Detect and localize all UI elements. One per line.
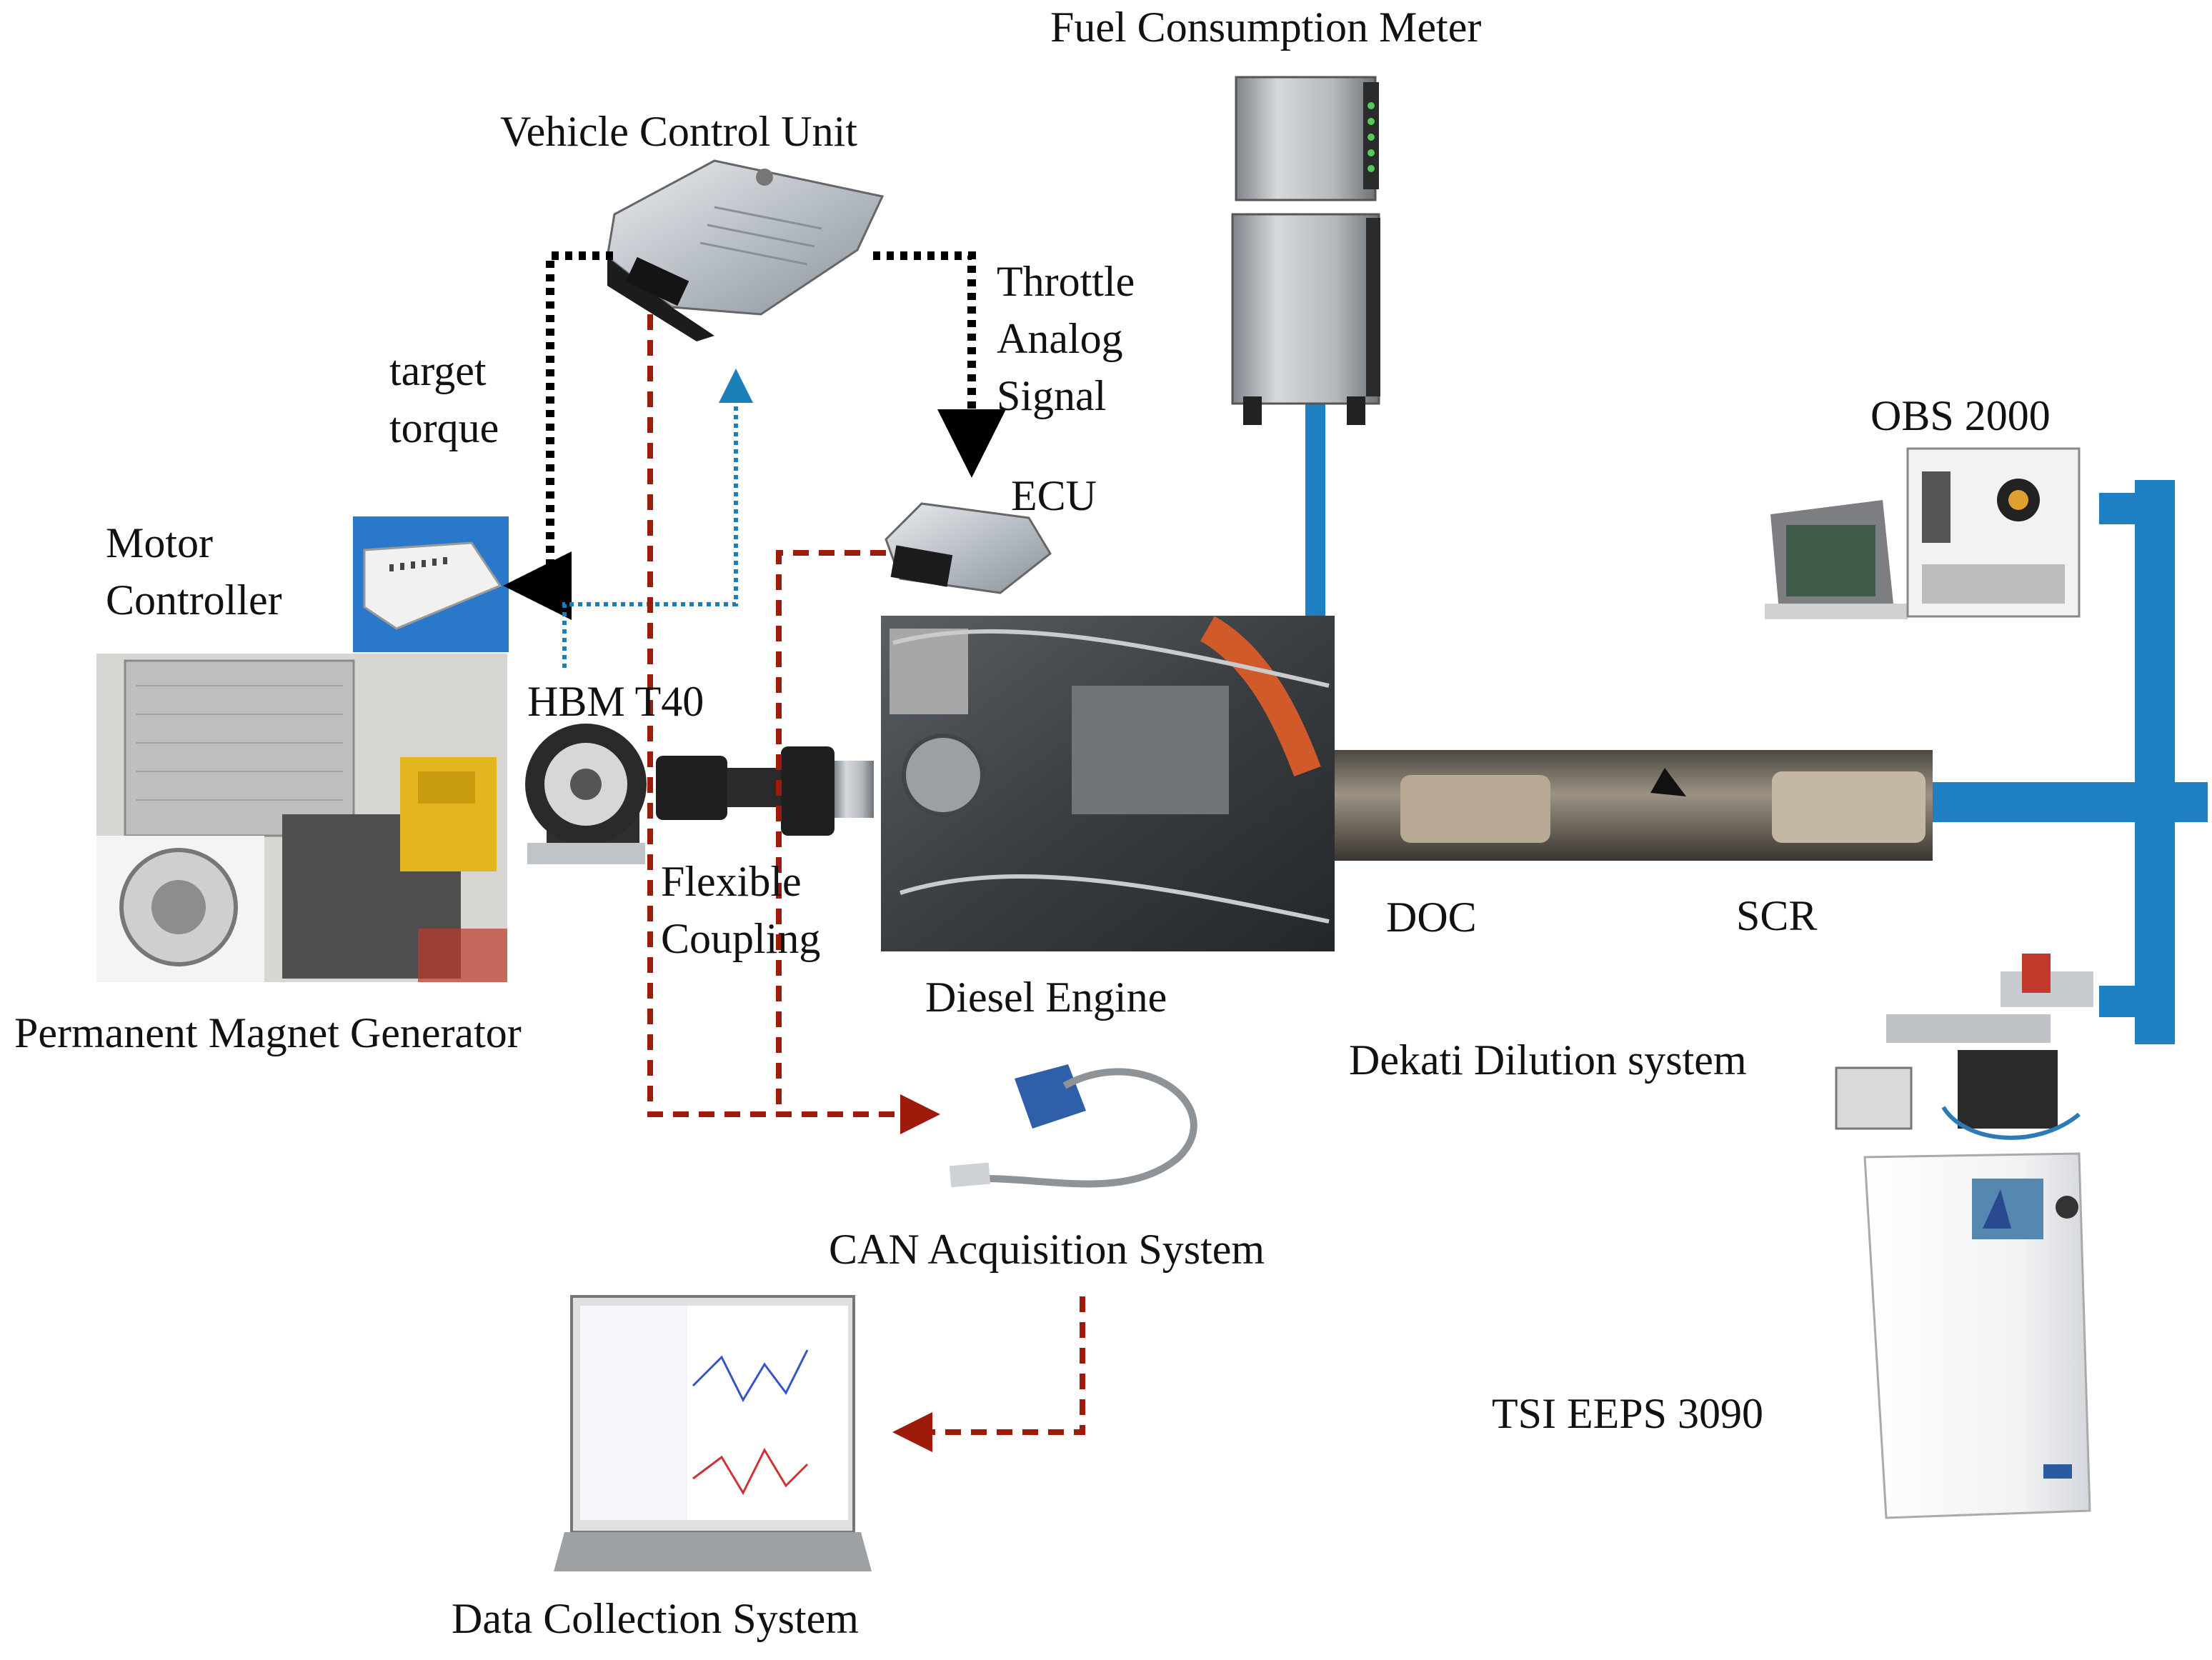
hbm-t40-label: HBM T40: [527, 678, 704, 725]
hbm-t40-image: [525, 724, 647, 864]
ecu-label: ECU: [1011, 472, 1097, 519]
throttle-label-line2: Analog: [997, 315, 1123, 362]
obs-2000-image: [1765, 447, 2081, 619]
flexible-coupling-image: [656, 746, 874, 836]
motor-controller-image: [353, 516, 509, 652]
signal-lines: [503, 251, 1085, 1452]
fuel-consumption-meter-image: [1231, 76, 1380, 425]
vcu-can-arrow: [647, 314, 940, 1134]
exhaust-pipe-image: [1335, 750, 1933, 861]
flexible-coupling-label-line2: Coupling: [661, 915, 821, 962]
motor-controller-label-line2: Controller: [106, 576, 282, 624]
exhaust-riser: [2135, 480, 2175, 1044]
throttle-label-line3: Signal: [997, 372, 1107, 419]
target-torque-label-line2: torque: [389, 404, 499, 451]
fuel-consumption-meter-label: Fuel Consumption Meter: [1050, 4, 1482, 51]
scr-label: SCR: [1736, 892, 1818, 939]
motor-controller-label-line1: Motor: [106, 519, 213, 566]
throttle-label-line1: Throttle: [997, 258, 1135, 305]
dekati-image: [1835, 954, 2093, 1140]
tsi-eeps-image: [1863, 1152, 2091, 1519]
dekati-label: Dekati Dilution system: [1349, 1036, 1747, 1084]
laptop-image: [554, 1295, 872, 1571]
vcu-label: Vehicle Control Unit: [500, 108, 857, 155]
generator-label: Permanent Magnet Generator: [14, 1009, 522, 1056]
ecu-image: [885, 502, 1052, 594]
obs-branch: [2099, 493, 2136, 524]
can-acquisition-label: CAN Acquisition System: [829, 1226, 1265, 1273]
obs-2000-label: OBS 2000: [1870, 392, 2051, 439]
diesel-engine-image: [881, 616, 1335, 951]
target-torque-label-line1: target: [389, 347, 487, 394]
flexible-coupling-label-line1: Flexible: [661, 858, 802, 905]
throttle-signal-arrow: [873, 251, 1006, 478]
tsi-eeps-label: TSI EEPS 3090: [1492, 1390, 1764, 1437]
can-to-dcs-arrow: [892, 1296, 1085, 1452]
dekati-branch: [2099, 986, 2136, 1017]
vcu-image: [606, 159, 885, 341]
data-collection-label: Data Collection System: [452, 1595, 859, 1642]
fuel-meter-line: [1305, 404, 1325, 625]
target-torque-arrow: [503, 251, 613, 620]
doc-label: DOC: [1386, 894, 1477, 941]
generator-image: [96, 654, 507, 982]
diesel-engine-label: Diesel Engine: [925, 974, 1167, 1021]
exhaust-lines: [1305, 404, 2208, 1044]
ecu-can-arrow: [776, 550, 886, 1114]
can-acquisition-image: [949, 1064, 1197, 1188]
